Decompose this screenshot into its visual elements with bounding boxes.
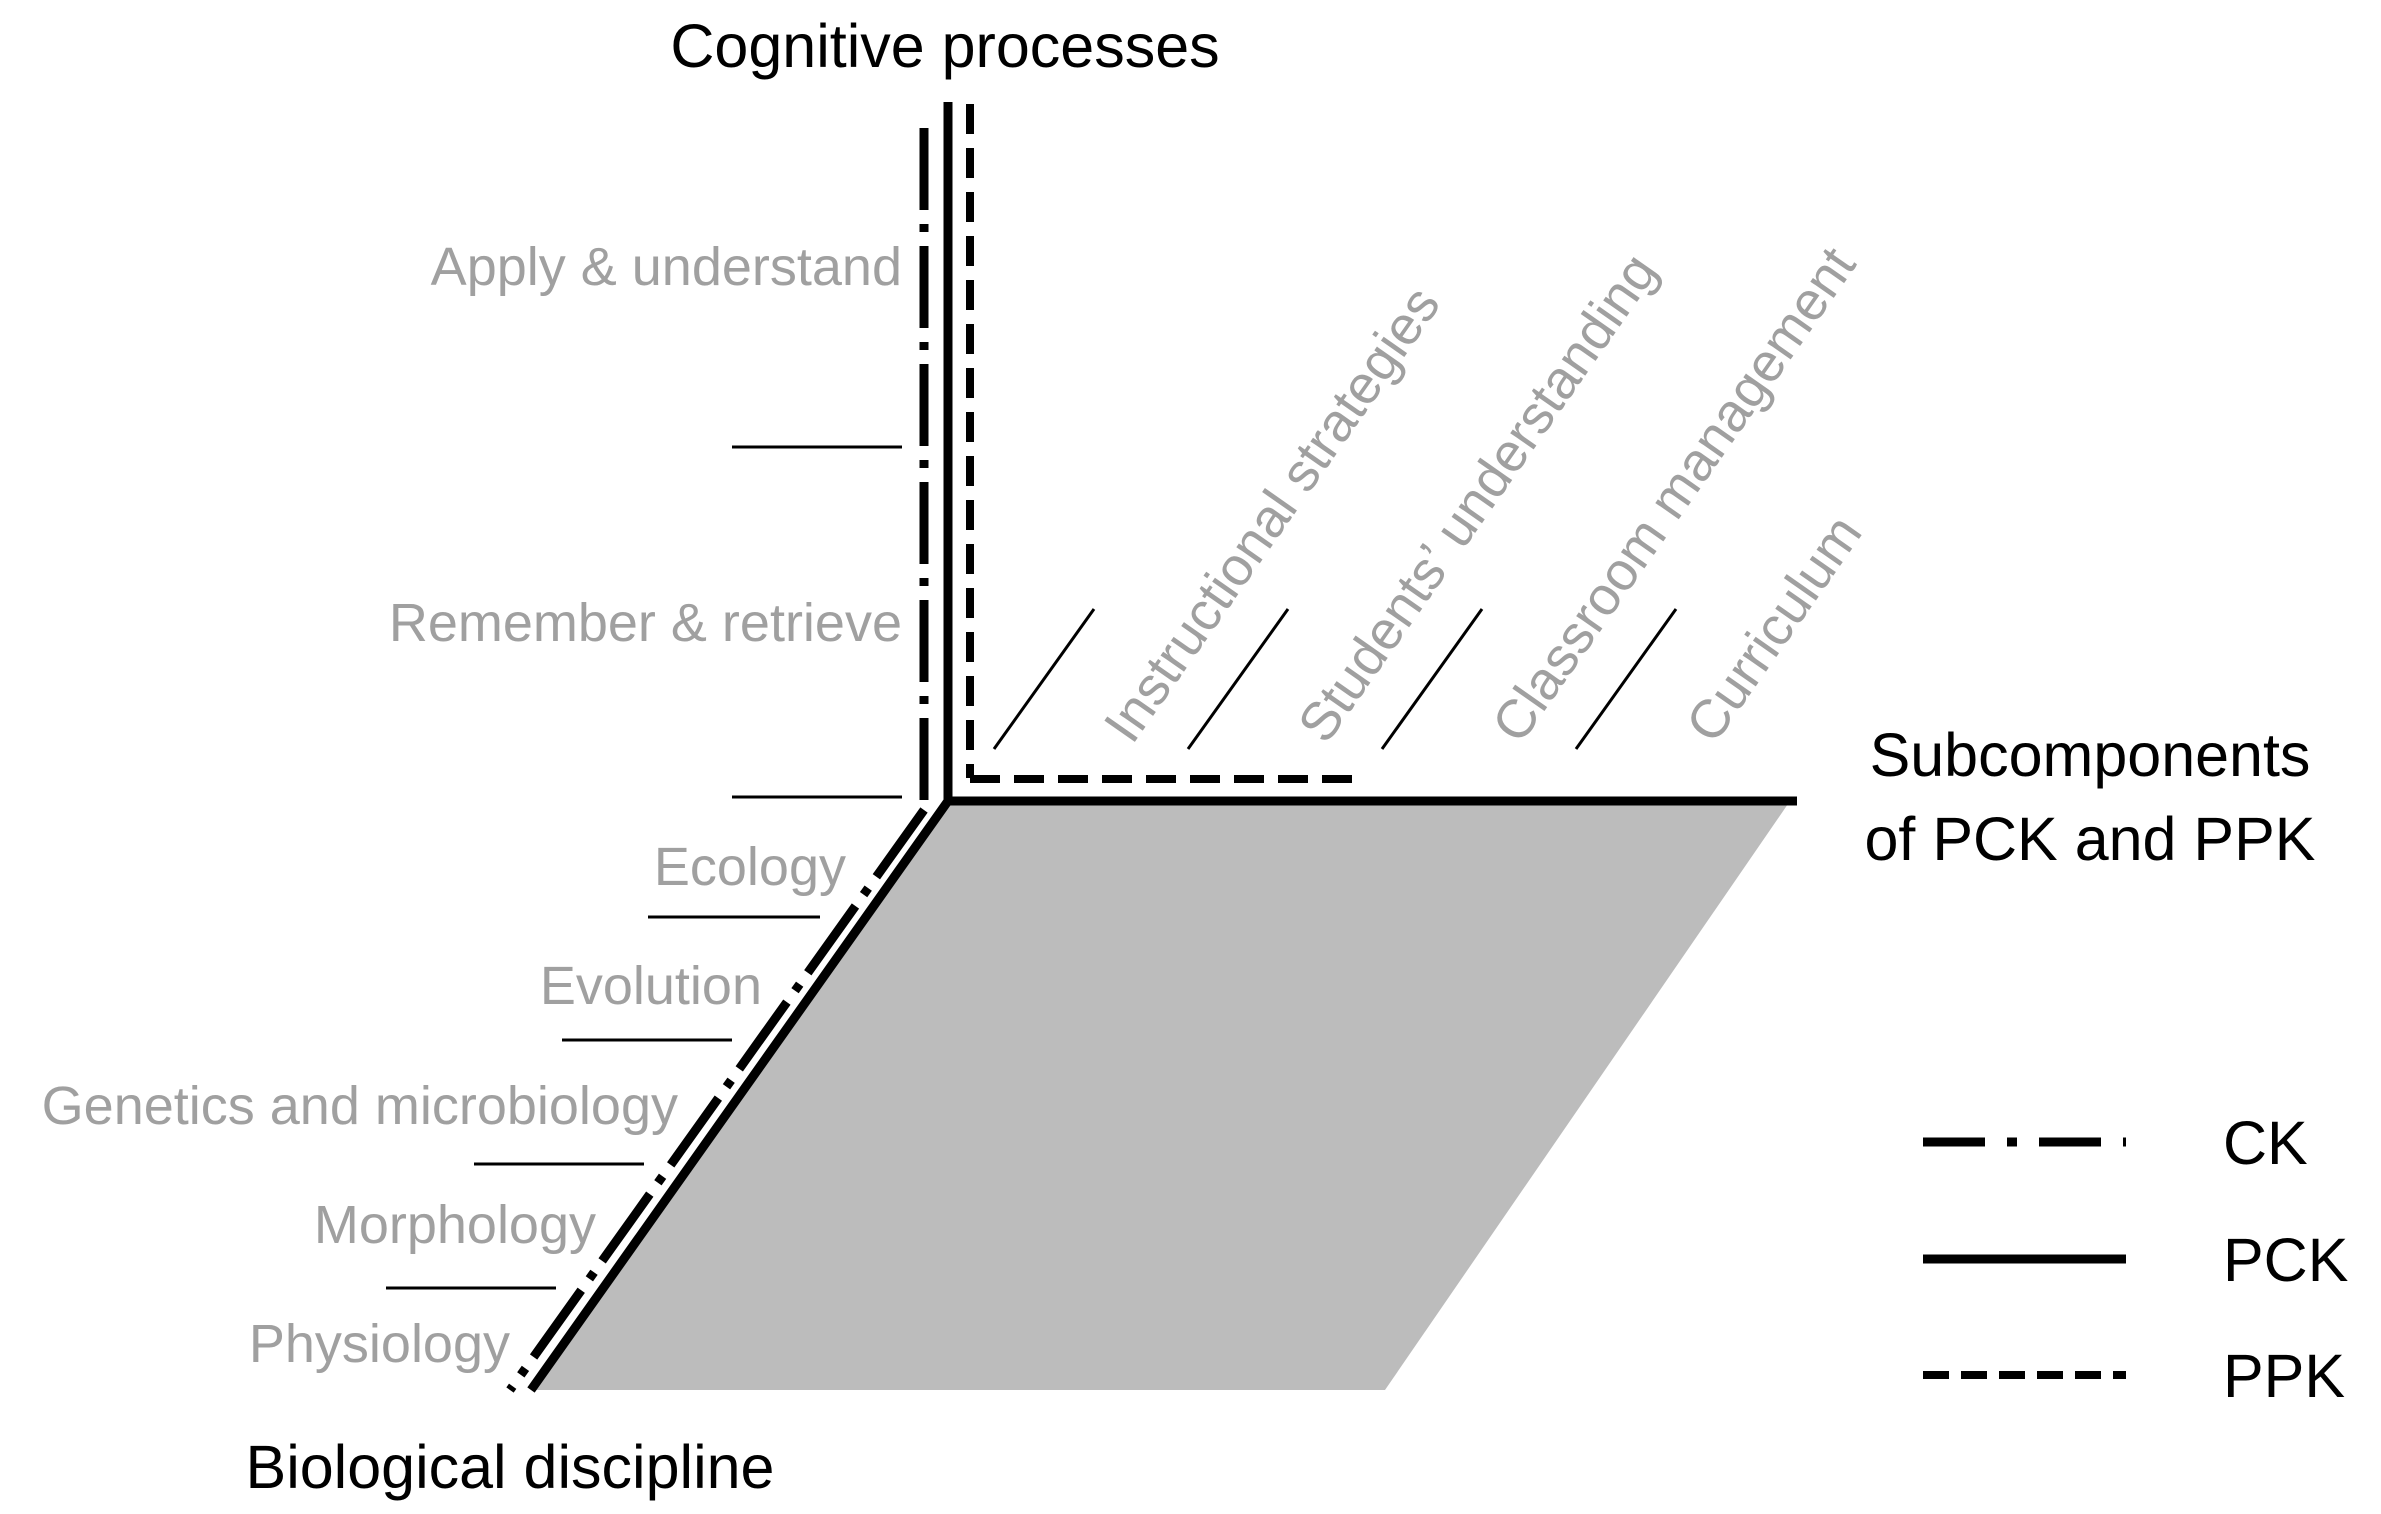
subcomponent-label-instructional: Instructional strategies	[1093, 276, 1452, 753]
discipline-label-ecology: Ecology	[654, 837, 846, 897]
legend-pck-label: PCK	[2223, 1226, 2348, 1294]
discipline-label-genetics: Genetics and microbiology	[42, 1076, 678, 1136]
subcomponent-separator	[992, 608, 1096, 750]
cognitive-processes-axis-title: Cognitive processes	[670, 12, 1219, 80]
pck-diagonal-axis-line	[527, 798, 952, 1393]
subcomponents-axis-title-line2: of PCK and PPK	[1865, 805, 2316, 873]
subcomponents-axis-title-line1: Subcomponents	[1870, 721, 2311, 789]
subcomponent-separator	[1186, 608, 1290, 750]
ck-diagonal-axis-line	[506, 807, 928, 1393]
biological-discipline-axis-title: Biological discipline	[246, 1433, 775, 1501]
subcomponent-label-classroom: Classroom management	[1481, 237, 1868, 753]
legend-ck-label: CK	[2223, 1109, 2308, 1177]
cognitive-label-remember: Remember & retrieve	[389, 593, 902, 653]
subcomponent-separator	[1574, 608, 1678, 750]
discipline-label-evolution: Evolution	[540, 956, 762, 1016]
subcomponent-label-students: Students’ understanding	[1287, 243, 1669, 753]
legend: CK PCK PPK	[1923, 1109, 2348, 1410]
subcomponent-label-curriculum: Curriculum	[1675, 505, 1874, 753]
legend-ppk-label: PPK	[2223, 1342, 2345, 1410]
discipline-label-morphology: Morphology	[314, 1195, 596, 1255]
subcomponent-separator	[1380, 608, 1484, 750]
cognitive-label-apply: Apply & understand	[431, 237, 902, 297]
discipline-label-physiology: Physiology	[249, 1314, 510, 1374]
